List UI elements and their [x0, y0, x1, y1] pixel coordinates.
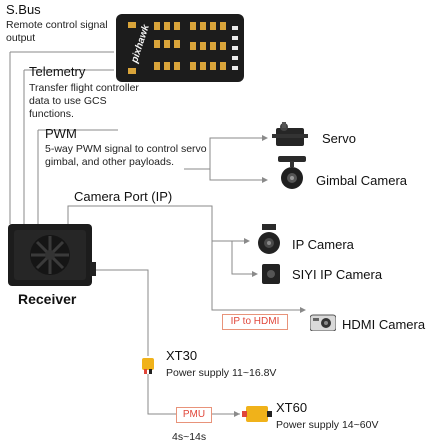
- pwm-title: PWM: [45, 126, 77, 141]
- xt30-desc: Power supply 11~16.8V: [166, 367, 277, 379]
- servo-arrow: [262, 135, 268, 141]
- power-wire: [92, 269, 149, 356]
- receiver-device: [6, 222, 96, 288]
- siyi-ip-camera-device: [262, 264, 280, 284]
- sbus-desc-line1: Remote control signal: [6, 19, 108, 31]
- hdmi-camera-label: HDMI Camera: [342, 317, 426, 332]
- pwm-to-servo-wire: [184, 137, 262, 170]
- ip-camera-device: [252, 224, 286, 256]
- siyi-branch: [231, 241, 252, 275]
- gimbal-camera-device: [274, 156, 310, 190]
- xt60-icon: [242, 406, 272, 422]
- pwm-to-gimbal-wire: [209, 169, 262, 181]
- servo-icon: [272, 122, 308, 146]
- gimbal-arrow: [262, 177, 268, 183]
- ip-to-hdmi-converter: IP to HDMI: [222, 314, 288, 330]
- hdmi-camera-device: [309, 313, 337, 332]
- hdmi-camera-icon: [309, 314, 337, 332]
- pwm-desc-line2: gimbal, and other payloads.: [45, 156, 174, 168]
- telemetry-desc-line3: functions.: [29, 108, 74, 120]
- ip-camera-arrow: [244, 238, 250, 244]
- xt60-arrow: [234, 411, 240, 417]
- sbus-desc-line2: output: [6, 32, 36, 44]
- siyi-arrow: [252, 271, 258, 277]
- xt30-to-pmu-wire: [147, 374, 176, 415]
- xt60-desc: Power supply 14~60V: [276, 419, 379, 431]
- servo-label: Servo: [322, 131, 356, 146]
- telemetry-desc-line1: Transfer flight controller: [29, 82, 139, 94]
- flight-controller: pixhawk: [114, 12, 246, 84]
- sbus-title: S.Bus: [6, 2, 41, 17]
- pmu-box: PMU: [176, 407, 212, 423]
- receiver-image: [8, 224, 96, 286]
- receiver-label: Receiver: [18, 291, 77, 307]
- telemetry-title: Telemetry: [29, 64, 86, 79]
- xt60-connector: [242, 403, 272, 425]
- camera-port-wire: [67, 205, 300, 311]
- xt30-icon: [142, 358, 154, 374]
- xt60-title: XT60: [276, 400, 308, 415]
- pwm-desc-line1: 5-way PWM signal to control servo: [45, 143, 207, 155]
- pmu-range: 4s~14s: [172, 431, 207, 443]
- xt30-title: XT30: [166, 348, 198, 363]
- servo-device: [272, 122, 308, 152]
- ip-camera-label: IP Camera: [292, 237, 354, 252]
- gimbal-camera-icon: [278, 156, 306, 189]
- camera-port-title: Camera Port (IP): [74, 189, 173, 204]
- flight-controller-image: [116, 14, 244, 82]
- hdmi-arrow: [300, 307, 306, 313]
- siyi-ip-camera-label: SIYI IP Camera: [292, 267, 383, 282]
- siyi-ip-camera-icon: [262, 264, 280, 284]
- ip-camera-icon: [258, 224, 280, 254]
- xt30-connector: [140, 356, 156, 374]
- gimbal-camera-label: Gimbal Camera: [316, 173, 408, 188]
- telemetry-desc-line2: data to use GCS: [29, 95, 107, 107]
